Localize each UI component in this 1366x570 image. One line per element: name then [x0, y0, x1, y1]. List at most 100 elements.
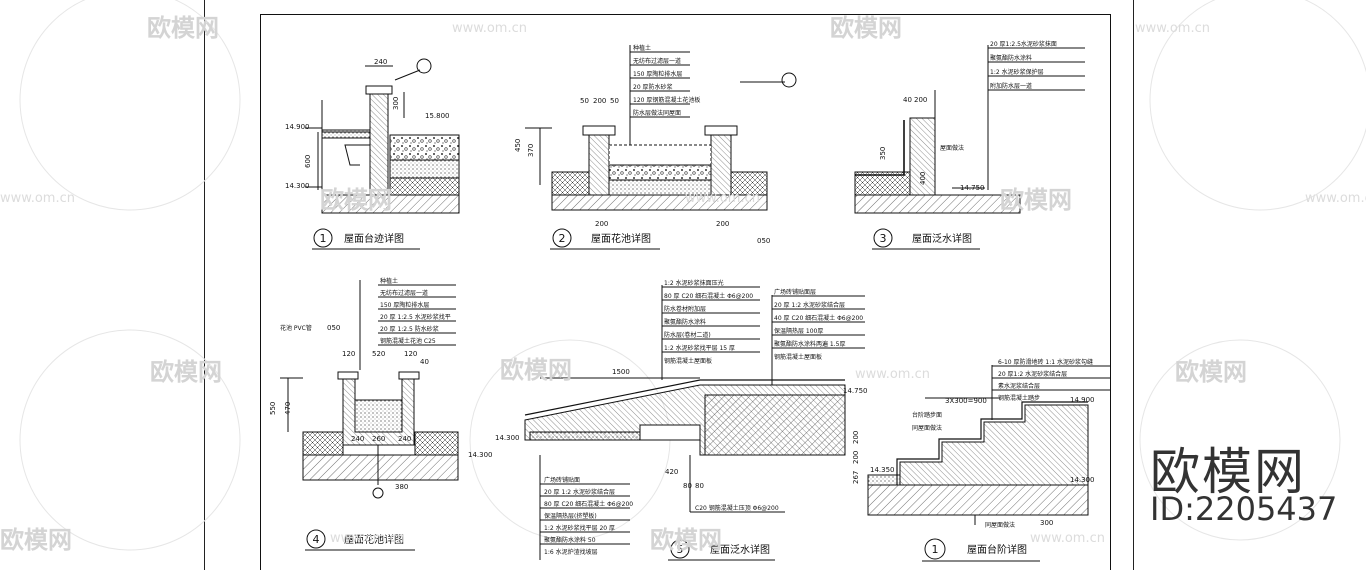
detail-title: 屋面泛水详图 — [710, 543, 770, 556]
note-line: 聚氨酯防水涂料两遍 1.5厚 — [774, 340, 845, 348]
elevation-label: 14.300 — [285, 182, 310, 190]
note-line: 无纺布过滤层一道 — [633, 57, 681, 65]
dim-label: 40 — [903, 96, 912, 104]
dim-label: 1500 — [612, 368, 630, 376]
detail-title: 屋面花池详图 — [344, 533, 404, 546]
dim-label: 350 — [879, 147, 887, 160]
watermark-brand: 欧模网 — [500, 356, 572, 384]
detail-1-drawing — [305, 58, 460, 214]
note-line: 附加防水层一道 — [990, 82, 1032, 90]
note-line: 保温隔热层 100厚 — [774, 327, 823, 335]
note-line: 钢筋混凝土踏步 — [998, 394, 1040, 402]
dim-label: 80 — [683, 482, 692, 490]
watermark-brand: 欧模网 — [830, 14, 902, 42]
detail-4-dimensions: 120 520 120 40 550 470 240 260 240 380 1… — [269, 324, 493, 491]
dim-label: 400 — [919, 172, 927, 185]
note-line: 150 厚陶粒排水层 — [633, 70, 682, 78]
detail-number: 2 — [559, 232, 566, 245]
dim-label: 3X300=900 — [945, 397, 987, 405]
note-line: 120 厚钢筋混凝土花池板 — [633, 96, 700, 104]
note-line: 40 厚 C20 细石混凝土 Φ6@200 — [774, 314, 863, 322]
note-line: 20 厚防水砂浆 — [633, 83, 673, 91]
dim-label: 450 — [514, 139, 522, 152]
dim-label: 550 — [269, 402, 277, 415]
detail-title: 屋面泛水详图 — [912, 232, 972, 245]
note-line: C20 钢筋混凝土压顶 Φ6@200 — [695, 504, 779, 512]
dim-label: 267 — [852, 471, 860, 484]
watermark-brand: 欧模网 — [320, 186, 392, 214]
detail-number: 3 — [880, 232, 887, 245]
note-line: 聚氨酯防水涂料 — [990, 54, 1032, 62]
note-line: 20 厚1:2 水泥砂浆结合层 — [998, 370, 1067, 378]
note-line: 20 厚 1:2.5 水泥砂浆找平 — [380, 313, 451, 321]
elevation-label: 14.900 — [285, 123, 310, 131]
dim-label: 40 — [420, 358, 429, 366]
watermark-url: www.om.cn — [1135, 21, 1210, 36]
detail-3-notes: 20 厚1:2.5水泥砂浆抹面 聚氨酯防水涂料 1:2 水泥砂浆保护层 附加防水… — [940, 40, 1085, 152]
note-line: 6-10 厚防滑地砖 1:1 水泥砂浆勾缝 — [998, 358, 1093, 366]
note-line: 广场砖铺贴面层 — [774, 288, 816, 296]
note-line: 1:2 水泥砂浆抹面压光 — [664, 279, 724, 287]
dim-label: 300 — [392, 97, 400, 110]
elevation-label: 14.300 — [1070, 476, 1095, 484]
detail-5-dimensions: 1500 14.750 14.300 420 80 80 — [495, 368, 868, 490]
note-line: 同屋面做法 — [912, 424, 942, 432]
note-line: 种植土 — [633, 44, 651, 52]
note-line: 1:2 水泥砂浆找平层 20 厚 — [544, 524, 615, 532]
watermark-brand: 欧模网 — [1175, 358, 1247, 386]
detail-title-6: 1 屋面台阶详图 — [922, 538, 1040, 562]
elevation-label: 14.900 — [1070, 396, 1095, 404]
detail-number: 4 — [313, 533, 320, 546]
dim-label: 240 — [374, 58, 387, 66]
dim-label: 50 — [580, 97, 589, 105]
detail-title: 屋面台阶详图 — [967, 543, 1027, 556]
model-id-text: ID:2205437 — [1150, 490, 1338, 528]
dim-label: 200 — [852, 451, 860, 464]
dim-label: 370 — [527, 144, 535, 157]
note-line: 150 厚陶粒排水层 — [380, 301, 429, 309]
note-line: 20 厚1:2.5水泥砂浆抹面 — [990, 40, 1057, 48]
watermark-url: www.om.cn — [1030, 531, 1105, 546]
dim-label: 120 — [404, 350, 417, 358]
detail-number: 1 — [932, 543, 939, 556]
elevation-label: 14.350 — [870, 466, 895, 474]
watermark-brand: 欧模网 — [1000, 186, 1072, 214]
detail-title-5: 5 屋面泛水详图 — [668, 539, 775, 561]
detail-title: 屋面花池详图 — [591, 232, 651, 245]
right-frame-border — [1133, 0, 1134, 570]
detail-6-drawing — [867, 365, 1089, 525]
watermark-brand: 欧模网 — [147, 14, 219, 42]
dim-label: 120 — [342, 350, 355, 358]
detail-title-3: 3 屋面泛水详图 — [872, 228, 980, 250]
dim-label: 200 — [852, 431, 860, 444]
dim-label: 200 — [593, 97, 606, 105]
left-frame-border — [204, 0, 205, 570]
note-line: 1:2 水泥砂浆找平层 15 厚 — [664, 344, 735, 352]
dim-label: 380 — [395, 483, 408, 491]
detail-2-drawing — [525, 45, 797, 211]
elevation-label: 14.300 — [468, 451, 493, 459]
dim-label: 200 — [716, 220, 729, 228]
note-line: 种植土 — [380, 277, 398, 285]
detail-5-notes: 1:2 水泥砂浆抹面压光 80 厚 C20 细石混凝土 Φ6@200 防水卷材附… — [540, 279, 865, 556]
dim-label: 200 — [595, 220, 608, 228]
watermarks: 欧模网 www.om.cn 欧模网 www.om.cn www.om.cn 欧模… — [0, 14, 1366, 554]
note-line: 聚氨酯防水涂料 50 — [544, 536, 596, 544]
elevation-label: 15.800 — [425, 112, 450, 120]
detail-title-4: 4 屋面花池详图 — [305, 529, 415, 551]
detail-6-dimensions: 3X300=900 200 200 267 14.900 14.350 14.3… — [852, 396, 1095, 527]
note-line: 20 厚 1:2 水泥砂浆结合层 — [544, 488, 615, 496]
detail-5-drawing — [524, 285, 846, 560]
note-line: 钢筋混凝土花池 C25 — [380, 337, 436, 345]
watermark-url: www.om.cn — [1305, 191, 1366, 206]
note-line: 素水泥浆结合层 — [998, 382, 1040, 390]
note-line: 80 厚 C20 细石混凝土 Φ6@200 — [544, 500, 633, 508]
detail-3-drawing — [854, 45, 1021, 214]
note-line: 防水卷材附加层 — [664, 305, 706, 313]
detail-title: 屋面台迹详图 — [344, 232, 404, 245]
note-line: 20 厚 1:2.5 防水砂浆 — [380, 325, 439, 333]
detail-3-dimensions: 40 200 350 400 14.750 — [879, 96, 985, 192]
brand-logo-text: 欧模网 — [1150, 443, 1306, 501]
detail-1-dimensions: 240 300 600 14.900 14.300 15.800 — [285, 58, 450, 190]
